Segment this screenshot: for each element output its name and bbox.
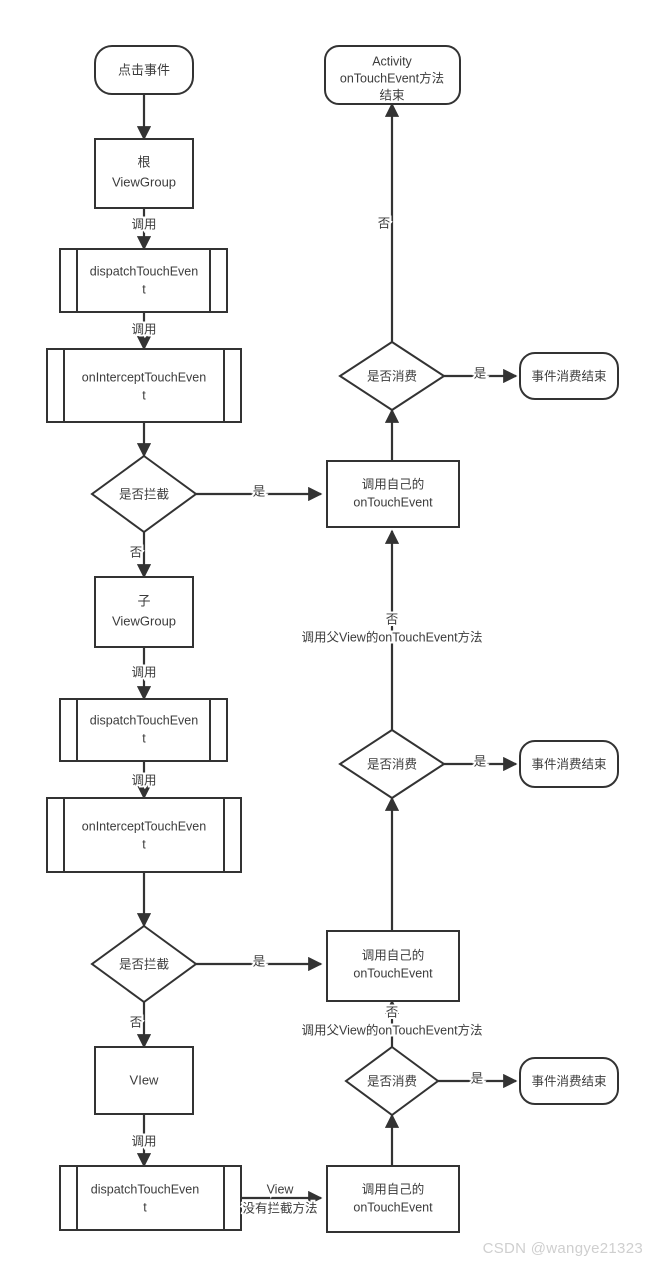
- edge-label-no-consume-2-line1: 否: [386, 612, 399, 626]
- node-decide-consume-1-label: 是否消费: [367, 369, 417, 383]
- node-dispatch-touch-event-1: dispatchTouchEven t: [59, 248, 228, 313]
- edge-label-no-consume-2-line2: 调用父View的onTouchEvent方法: [301, 629, 482, 644]
- edge-label-call-3: 调用: [131, 665, 156, 679]
- edge-label-no-intercept-1: 否: [130, 545, 143, 559]
- node-decide-intercept-2: 是否拦截: [90, 924, 198, 1004]
- node-consume-end-1-label: 事件消费结束: [531, 369, 607, 383]
- node-consume-end-1: 事件消费结束: [519, 352, 619, 400]
- node-on-intercept-touch-event-2-label-line1: onInterceptTouchEven: [82, 819, 206, 833]
- edge-label-view-no-intercept-line1: View: [267, 1182, 295, 1196]
- node-root-viewgroup-label-line2: ViewGroup: [112, 174, 176, 189]
- edge-label-no-intercept-2: 否: [130, 1015, 143, 1029]
- node-dispatch-touch-event-2-label-line1: dispatchTouchEven: [90, 713, 198, 727]
- watermark: CSDN @wangye21323: [482, 1240, 643, 1257]
- node-decide-intercept-2-label: 是否拦截: [119, 957, 169, 971]
- node-view-label: VIew: [130, 1072, 160, 1087]
- node-view: VIew: [94, 1046, 194, 1115]
- node-own-ontouchevent-1: 调用自己的 onTouchEvent: [326, 460, 460, 528]
- edge-label-no-consume-3-line2: 调用父View的onTouchEvent方法: [301, 1022, 482, 1037]
- edge-label-call-1: 调用: [131, 217, 156, 231]
- node-dispatch-touch-event-2-label-line2: t: [142, 731, 146, 745]
- node-consume-end-2-label: 事件消费结束: [531, 757, 607, 771]
- edge-label-call-5: 调用: [131, 1134, 156, 1148]
- node-dispatch-touch-event-3-label-line2: t: [143, 1200, 147, 1214]
- node-activity-ontouchevent-end: Activity onTouchEvent方法 结束: [324, 45, 461, 105]
- edge-label-no-consume-3-line1: 否: [386, 1005, 399, 1019]
- node-start-click: 点击事件: [94, 45, 194, 95]
- node-decide-consume-2-label: 是否消费: [367, 757, 417, 771]
- node-own-ontouchevent-3-label-line2: onTouchEvent: [353, 1200, 433, 1214]
- node-decide-consume-3: 是否消费: [344, 1045, 440, 1117]
- node-consume-end-3-label: 事件消费结束: [531, 1074, 607, 1088]
- node-own-ontouchevent-1-label-line1: 调用自己的: [362, 476, 425, 491]
- node-activity-ontouchevent-end-label-line1: Activity: [372, 54, 412, 68]
- edge-label-yes-consume-2: 是: [474, 754, 487, 768]
- edge-label-call-4: 调用: [131, 773, 156, 787]
- node-on-intercept-touch-event-2: onInterceptTouchEven t: [46, 797, 242, 873]
- node-dispatch-touch-event-2: dispatchTouchEven t: [59, 698, 228, 762]
- node-own-ontouchevent-2-label-line2: onTouchEvent: [353, 966, 433, 980]
- node-root-viewgroup: 根 ViewGroup: [94, 138, 194, 209]
- edge-label-yes-consume-1: 是: [474, 366, 487, 380]
- node-on-intercept-touch-event-2-label-line2: t: [142, 837, 146, 851]
- node-activity-ontouchevent-end-label-line3: 结束: [379, 88, 405, 102]
- node-on-intercept-touch-event-1: onInterceptTouchEven t: [46, 348, 242, 423]
- node-decide-consume-3-label: 是否消费: [367, 1074, 417, 1088]
- node-decide-intercept-1-label: 是否拦截: [119, 487, 169, 501]
- node-own-ontouchevent-3: 调用自己的 onTouchEvent: [326, 1165, 460, 1233]
- node-dispatch-touch-event-1-label-line1: dispatchTouchEven: [90, 264, 198, 278]
- edge-label-call-2: 调用: [131, 322, 156, 336]
- node-own-ontouchevent-2-label-line1: 调用自己的: [362, 947, 425, 962]
- node-on-intercept-touch-event-1-label-line1: onInterceptTouchEven: [82, 370, 206, 384]
- edge-labels: 调用 调用 调用 调用 调用 是 否 是 否 否 是 否 调用父View的onT…: [128, 214, 489, 1217]
- node-dispatch-touch-event-3: dispatchTouchEven t: [59, 1165, 242, 1231]
- edge-label-no-consume-1: 否: [378, 216, 391, 230]
- node-decide-consume-1: 是否消费: [338, 340, 446, 412]
- node-child-viewgroup-label-line1: 子: [137, 593, 150, 608]
- node-decide-intercept-1: 是否拦截: [90, 454, 198, 534]
- edge-label-yes-intercept-2: 是: [253, 954, 266, 968]
- edge-label-yes-intercept-1: 是: [253, 484, 266, 498]
- node-on-intercept-touch-event-1-label-line2: t: [142, 388, 146, 402]
- node-root-viewgroup-label-line1: 根: [137, 154, 150, 169]
- node-consume-end-2: 事件消费结束: [519, 740, 619, 788]
- node-child-viewgroup-label-line2: ViewGroup: [112, 613, 176, 628]
- node-activity-ontouchevent-end-label-line2: onTouchEvent方法: [340, 70, 444, 85]
- node-dispatch-touch-event-3-label-line1: dispatchTouchEven: [91, 1182, 199, 1196]
- edge-label-yes-consume-3: 是: [471, 1071, 484, 1085]
- node-dispatch-touch-event-1-label-line2: t: [142, 282, 146, 296]
- node-own-ontouchevent-2: 调用自己的 onTouchEvent: [326, 930, 460, 1002]
- edge-label-view-no-intercept-line2: 没有拦截方法: [242, 1200, 317, 1215]
- node-start-click-label: 点击事件: [118, 62, 170, 77]
- node-own-ontouchevent-3-label-line1: 调用自己的: [362, 1181, 425, 1196]
- node-decide-consume-2: 是否消费: [338, 728, 446, 800]
- node-consume-end-3: 事件消费结束: [519, 1057, 619, 1105]
- node-own-ontouchevent-1-label-line2: onTouchEvent: [353, 495, 433, 509]
- node-child-viewgroup: 子 ViewGroup: [94, 576, 194, 648]
